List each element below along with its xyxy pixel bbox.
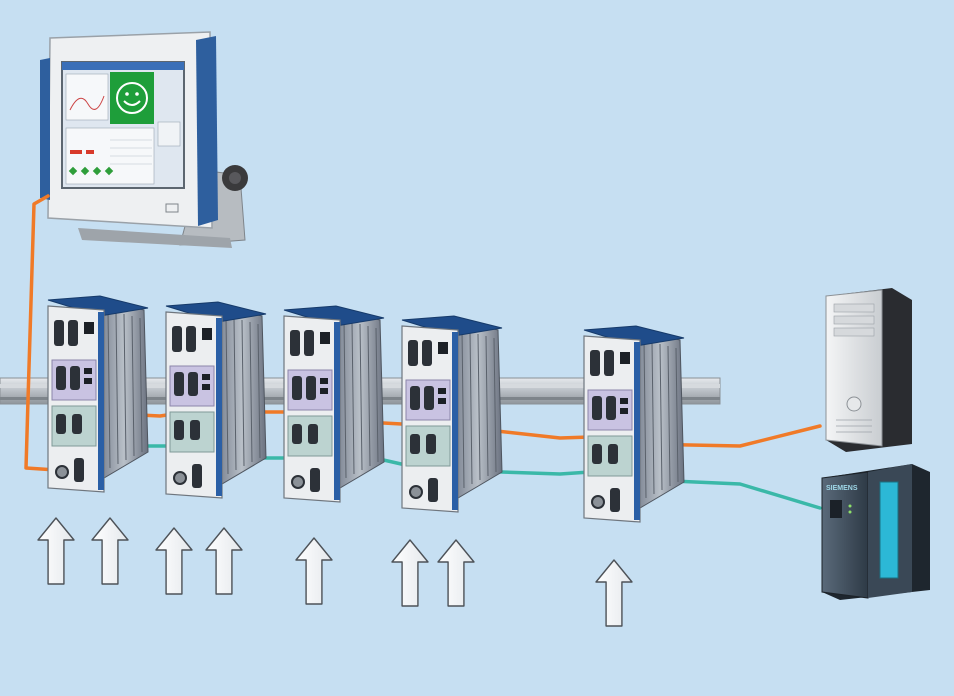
- controller-1: [47, 295, 149, 493]
- input-arrow-icon: [37, 517, 75, 585]
- controller-5: [583, 325, 685, 523]
- input-arrow-icon: [595, 559, 633, 627]
- input-arrow-icon: [91, 517, 129, 585]
- smiley-face-icon: [110, 72, 154, 124]
- panel-pc-monitor: [40, 31, 248, 248]
- plc-module-icon: SIEMENS: [821, 464, 930, 600]
- input-arrow-icon: [437, 539, 475, 607]
- desktop-tower-icon: [825, 288, 912, 452]
- controllers: [47, 295, 685, 523]
- input-arrow-icon: [391, 539, 429, 607]
- controller-4: [401, 315, 503, 513]
- input-arrows: [37, 517, 633, 627]
- input-arrow-icon: [295, 537, 333, 605]
- input-arrow-icon: [205, 527, 243, 595]
- controller-3: [283, 305, 385, 503]
- plc-brand-label: SIEMENS: [826, 485, 858, 492]
- orange-cable-monitor-link: [24, 194, 58, 472]
- input-arrow-icon: [155, 527, 193, 595]
- controller-2: [165, 301, 267, 499]
- mounting-knob-icon: [222, 165, 248, 191]
